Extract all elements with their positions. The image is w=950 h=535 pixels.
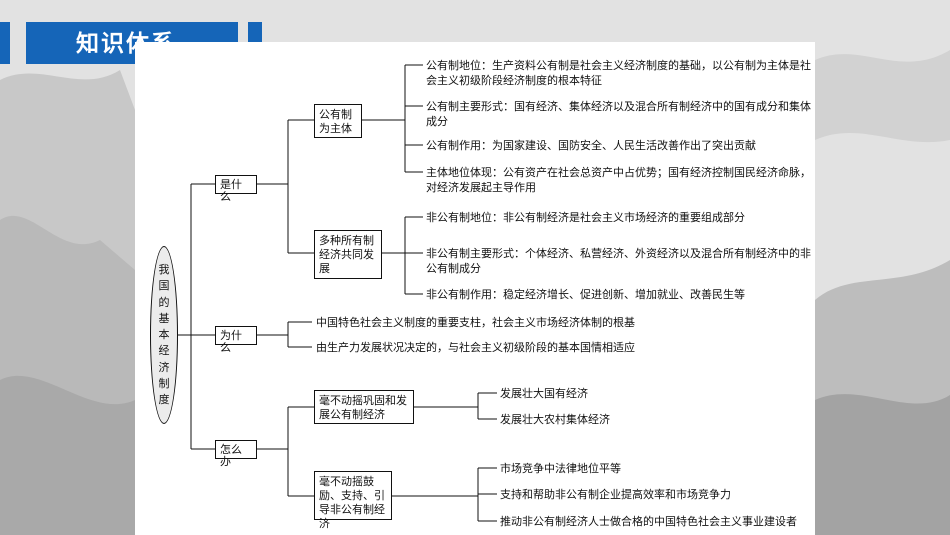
item-rural-collective: 发展壮大农村集体经济 xyxy=(500,413,610,426)
node-public-ownership: 公有制为主体 xyxy=(314,104,362,138)
root-node xyxy=(150,246,178,424)
node-encourage-nonpublic: 毫不动摇鼓励、支持、引导非公有制经济 xyxy=(314,471,392,530)
branch-why: 为什么 xyxy=(215,326,257,354)
item-why-pillar: 中国特色社会主义制度的重要支柱，社会主义市场经济体制的根基 xyxy=(316,316,635,329)
item-why-productivity: 由生产力发展状况决定的，与社会主义初级阶段的基本国情相适应 xyxy=(316,341,635,354)
branch-how: 怎么办 xyxy=(215,440,257,468)
item-nonpublic-status: 非公有制地位：非公有制经济是社会主义市场经济的重要组成部分 xyxy=(426,211,745,224)
item-public-status: 公有制地位：生产资料公有制是社会主义经济制度的基础，以公有制为主体是社会主义初级… xyxy=(426,59,811,87)
item-equal-status: 市场竞争中法律地位平等 xyxy=(500,462,621,475)
item-dominance: 主体地位体现：公有资产在社会总资产中占优势；国有经济控制国民经济命脉，对经济发展… xyxy=(426,166,811,194)
item-nonpublic-forms: 非公有制主要形式：个体经济、私营经济、外资经济以及混合所有制经济中的非公有制成分 xyxy=(426,247,811,275)
node-consolidate-public: 毫不动摇巩固和发展公有制经济 xyxy=(314,390,414,424)
item-support-efficiency: 支持和帮助非公有制企业提高效率和市场竞争力 xyxy=(500,488,731,501)
root-label: 我国的基本经济制度 xyxy=(158,263,170,407)
item-public-forms: 公有制主要形式：国有经济、集体经济以及混合所有制经济中的国有成分和集体成分 xyxy=(426,100,811,128)
item-nonpublic-role: 非公有制作用：稳定经济增长、促进创新、增加就业、改善民生等 xyxy=(426,288,745,301)
branch-what: 是什么 xyxy=(215,175,257,203)
item-state-economy: 发展壮大国有经济 xyxy=(500,387,588,400)
header-accent-left xyxy=(0,22,10,64)
node-multiple-ownership: 多种所有制经济共同发展 xyxy=(314,230,382,279)
item-qualified-builders: 推动非公有制经济人士做合格的中国特色社会主义事业建设者 xyxy=(500,515,797,528)
item-public-role: 公有制作用：为国家建设、国防安全、人民生活改善作出了突出贡献 xyxy=(426,139,756,152)
